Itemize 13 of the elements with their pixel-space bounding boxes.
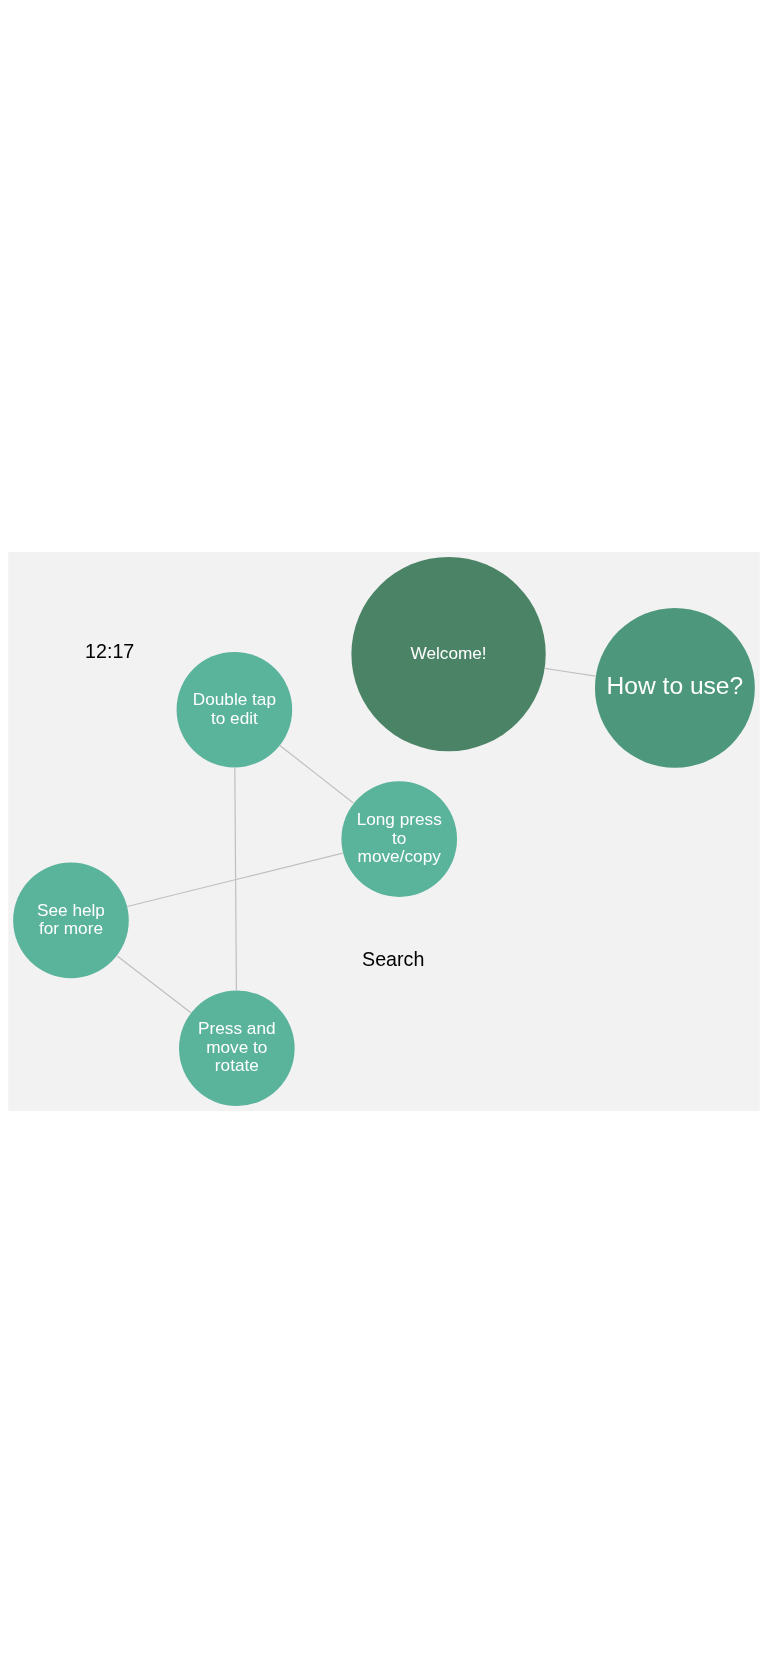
connector [234, 766, 238, 991]
label: 12:17 [85, 639, 135, 662]
node-circle: See help for more [13, 862, 129, 978]
node-circle: Double tap to edit [176, 651, 293, 767]
node-circle: Welcome! [351, 556, 546, 751]
connector [126, 851, 344, 907]
label: Search [362, 947, 425, 970]
node-circle: Press and move to rotate [179, 989, 295, 1106]
connector [116, 954, 192, 1013]
node-circle: Long press to move/copy [341, 780, 457, 897]
node-circle: How to use? [594, 607, 755, 768]
connector [279, 744, 354, 804]
connector [544, 667, 597, 677]
